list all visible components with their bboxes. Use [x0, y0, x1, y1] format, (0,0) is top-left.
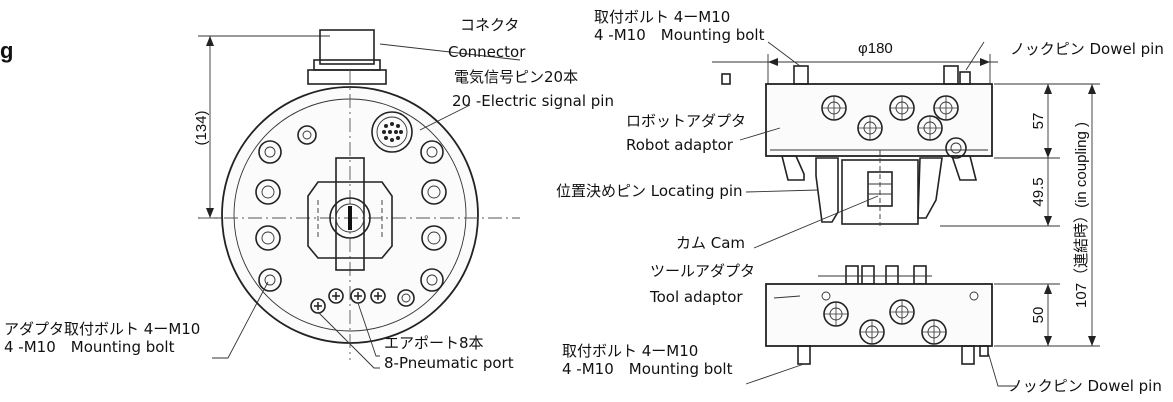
- tool-adaptor-label-en: Tool adaptor: [649, 288, 743, 306]
- adapter-bolt-label-jp: アダプタ取付ボルト 4ーM10: [4, 320, 200, 338]
- dowel-pin-bottom-label: ノックピン Dowel pin: [1008, 377, 1162, 395]
- connector-label-jp: コネクタ: [460, 16, 519, 34]
- dim-49-5: 49.5: [1030, 177, 1047, 206]
- locating-pin-shape: [815, 157, 839, 223]
- front-view: (134): [193, 29, 521, 369]
- signal-pin-label-jp: 電気信号ピン20本: [454, 68, 578, 86]
- signal-pin-socket: [371, 111, 413, 153]
- dowel-pin-top-label: ノックピン Dowel pin: [1010, 40, 1164, 58]
- dim-phi-180: φ180: [858, 40, 893, 57]
- tool-adaptor-label-jp: ツールアダプタ: [650, 262, 755, 280]
- robot-adaptor-label-jp: ロボットアダプタ: [626, 112, 746, 130]
- edge-fragment-text: g: [0, 38, 13, 63]
- adapter-bolt-label-en: 4 -M10 Mounting bolt: [4, 338, 175, 356]
- connector-body: [319, 29, 375, 65]
- dim-57: 57: [1030, 113, 1047, 130]
- tool-adaptor-body: [765, 283, 993, 347]
- locating-pin-label: 位置決めピン Locating pin: [556, 182, 743, 200]
- air-port-label-en: 8-Pneumatic port: [384, 354, 514, 372]
- dim-134: (134): [193, 110, 210, 145]
- bottom-bolt-label-jp: 取付ボルト 4ーM10: [562, 342, 698, 360]
- dim-107-in-coupling: 107（連結時）(in coupling ): [1073, 122, 1090, 308]
- robot-adaptor-ports: [821, 95, 967, 159]
- top-bolt-label-jp: 取付ボルト 4ーM10: [594, 8, 730, 26]
- center-cam-housing: [307, 157, 393, 271]
- bottom-bolt-label-en: 4 -M10 Mounting bolt: [562, 360, 733, 378]
- cam-label: カム Cam: [676, 234, 745, 252]
- dim-50: 50: [1030, 307, 1047, 324]
- mounting-bolt-heads: [255, 140, 447, 292]
- tool-adaptor-ports: [821, 291, 979, 345]
- air-port-label-jp: エアポート8本: [384, 334, 484, 352]
- top-bolt-label-en: 4 -M10 Mounting bolt: [594, 26, 765, 44]
- signal-pin-label-en: 20 -Electric signal pin: [452, 92, 614, 110]
- connector-label-en: Connector: [448, 43, 526, 61]
- side-view: [712, 41, 1100, 387]
- robot-adaptor-label-en: Robot adaptor: [626, 136, 734, 154]
